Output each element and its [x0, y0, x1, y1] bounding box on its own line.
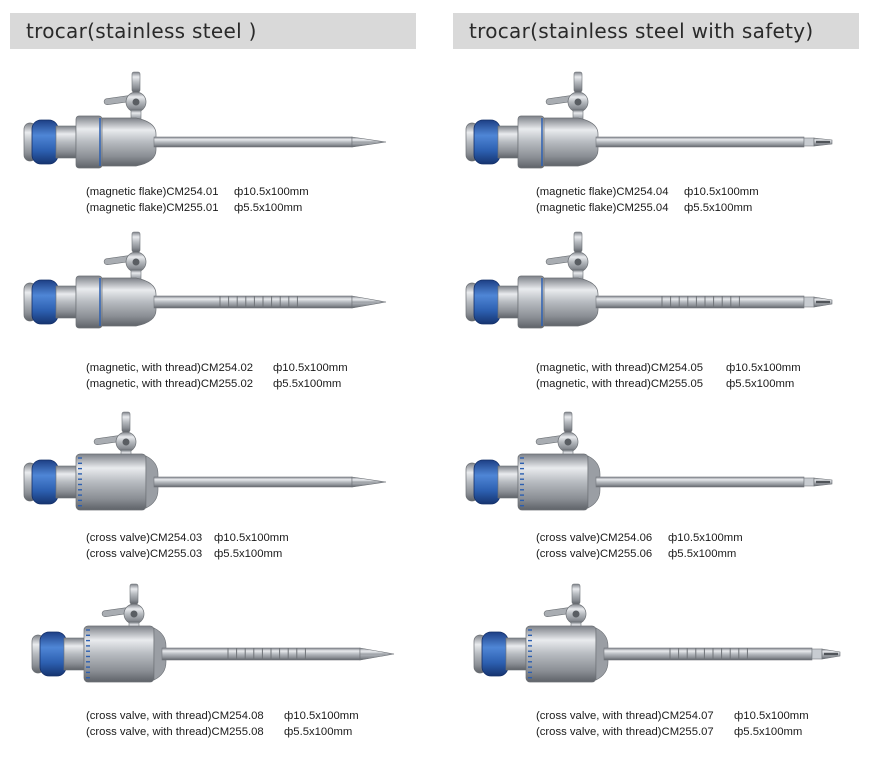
- trocar-image: [23, 71, 387, 169]
- product-item: (cross valve, with thread)CM254.07 ф10.5…: [466, 570, 879, 750]
- product-item: (cross valve)CM254.06 ф10.5x100mm (cross…: [465, 398, 879, 568]
- product-spec: ф10.5x100mm: [214, 532, 289, 544]
- product-caption: (magnetic, with thread)CM254.05 ф10.5x10…: [536, 360, 801, 392]
- product-name: (cross valve, with thread)CM254.08: [86, 710, 264, 722]
- product-name: (magnetic, with thread)CM254.02: [86, 362, 254, 374]
- trocar-image: [23, 411, 387, 511]
- section-header-stainless-steel-safety: trocar(stainless steel with safety): [453, 13, 859, 49]
- product-spec: ф5.5x100mm: [684, 202, 753, 214]
- trocar-image: [465, 231, 833, 329]
- product-spec: ф10.5x100mm: [668, 532, 743, 544]
- product-name: (magnetic, with thread)CM254.05: [536, 362, 704, 374]
- product-name: (cross valve)CM254.03: [86, 532, 203, 544]
- product-spec: ф5.5x100mm: [284, 726, 353, 738]
- product-item: (magnetic, with thread)CM254.05 ф10.5x10…: [465, 226, 879, 396]
- product-name: (magnetic flake)CM254.04: [536, 186, 669, 198]
- product-caption: (magnetic flake)CM254.01 ф10.5x100mm (ma…: [86, 184, 309, 216]
- product-name: (cross valve)CM255.06: [536, 548, 653, 560]
- product-name: (magnetic flake)CM255.01: [86, 202, 219, 214]
- trocar-image: [23, 231, 387, 329]
- product-name: (magnetic, with thread)CM255.02: [86, 378, 254, 390]
- product-spec: ф10.5x100mm: [734, 710, 809, 722]
- section-title: trocar(stainless steel ): [26, 19, 257, 43]
- product-spec: ф5.5x100mm: [214, 548, 283, 560]
- product-name: (cross valve, with thread)CM255.08: [86, 726, 264, 738]
- product-name: (cross valve, with thread)CM255.07: [536, 726, 714, 738]
- product-spec: ф5.5x100mm: [273, 378, 342, 390]
- product-item: (magnetic flake)CM254.01 ф10.5x100mm (ma…: [23, 66, 444, 226]
- product-caption: (cross valve, with thread)CM254.08 ф10.5…: [86, 708, 359, 740]
- product-spec: ф10.5x100mm: [726, 362, 801, 374]
- product-item: (magnetic flake)CM254.04 ф10.5x100mm (ma…: [465, 66, 879, 226]
- product-spec: ф10.5x100mm: [234, 186, 309, 198]
- product-caption: (magnetic flake)CM254.04 ф10.5x100mm (ma…: [536, 184, 759, 216]
- product-name: (cross valve)CM254.06: [536, 532, 653, 544]
- product-name: (cross valve)CM255.03: [86, 548, 203, 560]
- trocar-image: [465, 411, 833, 511]
- product-spec: ф5.5x100mm: [234, 202, 303, 214]
- trocar-image: [31, 583, 395, 683]
- product-name: (magnetic flake)CM254.01: [86, 186, 219, 198]
- product-name: (magnetic, with thread)CM255.05: [536, 378, 704, 390]
- product-caption: (cross valve, with thread)CM254.07 ф10.5…: [536, 708, 809, 740]
- product-spec: ф10.5x100mm: [273, 362, 348, 374]
- product-spec: ф5.5x100mm: [726, 378, 795, 390]
- product-caption: (cross valve)CM254.03 ф10.5x100mm (cross…: [86, 530, 289, 562]
- product-caption: (magnetic, with thread)CM254.02 ф10.5x10…: [86, 360, 348, 392]
- product-spec: ф5.5x100mm: [734, 726, 803, 738]
- trocar-image: [473, 583, 841, 683]
- trocar-image: [465, 71, 833, 169]
- product-caption: (cross valve)CM254.06 ф10.5x100mm (cross…: [536, 530, 743, 562]
- product-spec: ф10.5x100mm: [684, 186, 759, 198]
- product-item: (cross valve)CM254.03 ф10.5x100mm (cross…: [23, 398, 444, 568]
- product-item: (cross valve, with thread)CM254.08 ф10.5…: [24, 570, 444, 750]
- section-header-stainless-steel: trocar(stainless steel ): [10, 13, 416, 49]
- product-name: (magnetic flake)CM255.04: [536, 202, 669, 214]
- product-name: (cross valve, with thread)CM254.07: [536, 710, 714, 722]
- product-item: (magnetic, with thread)CM254.02 ф10.5x10…: [23, 226, 444, 396]
- product-spec: ф5.5x100mm: [668, 548, 737, 560]
- section-title: trocar(stainless steel with safety): [469, 19, 814, 43]
- product-spec: ф10.5x100mm: [284, 710, 359, 722]
